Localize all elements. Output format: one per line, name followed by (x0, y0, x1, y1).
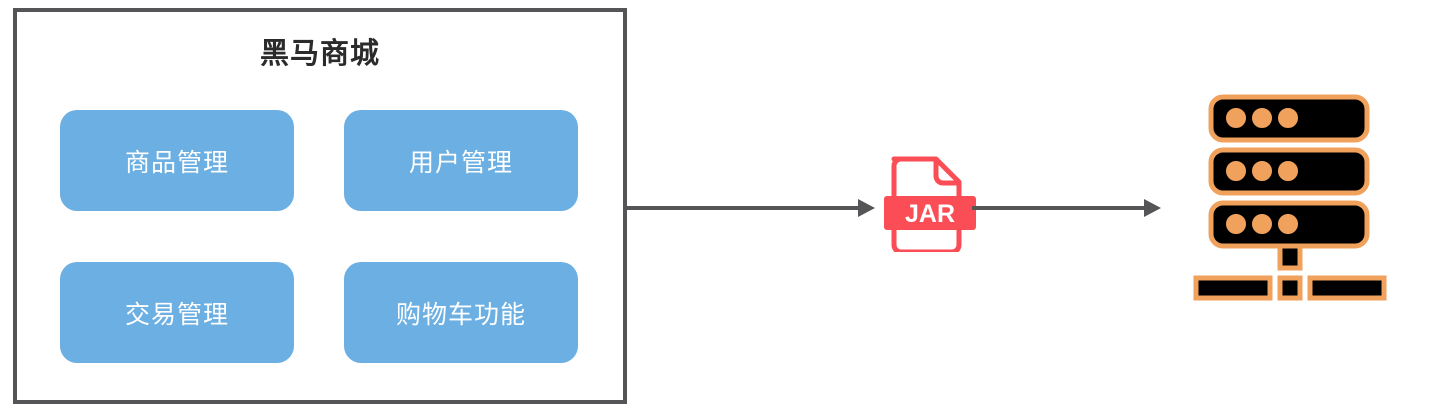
server-icon (1190, 92, 1388, 317)
arrow-shaft (972, 206, 1144, 210)
module-tile-label: 交易管理 (124, 300, 229, 329)
module-grid: 商品管理 用户管理 交易管理 购物车功能 (60, 110, 582, 363)
jar-file-icon: JAR (884, 152, 976, 252)
module-tile-label: 购物车功能 (395, 300, 526, 329)
jar-label: JAR (905, 200, 955, 228)
module-tile-label: 用户管理 (408, 148, 513, 177)
arrow-shaft (627, 206, 858, 210)
page-title: 黑马商城 (259, 38, 380, 70)
module-tile-trade-management[interactable]: 交易管理 (60, 262, 294, 363)
module-tile-label: 商品管理 (124, 148, 229, 177)
arrow-head-icon (858, 199, 875, 217)
module-tile-shopping-cart[interactable]: 购物车功能 (344, 262, 578, 363)
app-container-box: 黑马商城 商品管理 用户管理 交易管理 购物车功能 (13, 8, 627, 404)
module-tile-user-management[interactable]: 用户管理 (344, 110, 578, 211)
arrow-head-icon (1144, 199, 1161, 217)
module-tile-product-management[interactable]: 商品管理 (60, 110, 294, 211)
